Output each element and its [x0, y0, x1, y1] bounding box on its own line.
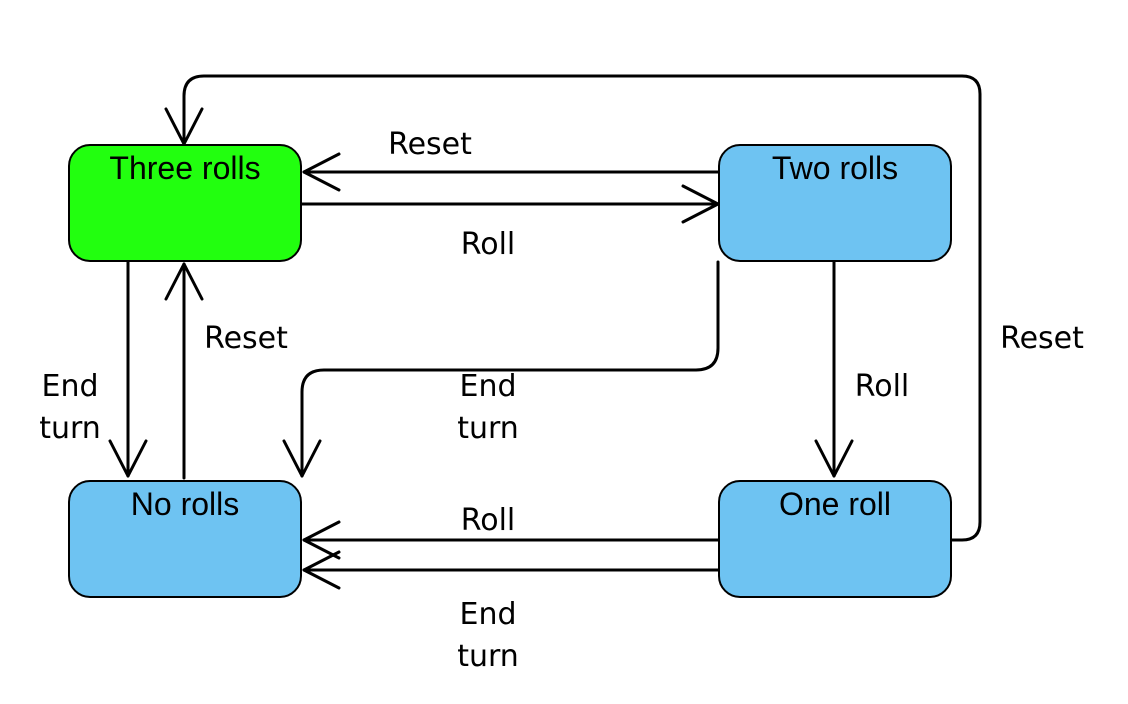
arrowhead-no-to-three-reset [164, 262, 204, 301]
state-no-rolls-label: No rolls [130, 486, 240, 522]
arrowhead-two-to-no-end-turn [282, 439, 322, 478]
arrowhead-one-to-no-end-turn [302, 550, 341, 590]
edge-two-to-no-end-turn [300, 260, 720, 478]
state-two-rolls: Two rolls [718, 144, 952, 262]
state-two-rolls-label: Two rolls [771, 150, 899, 186]
label-one-to-no-end-turn-line2: turn [457, 639, 519, 674]
arrowhead-two-to-three-reset [302, 152, 341, 192]
state-one-roll: One roll [718, 480, 952, 598]
label-one-to-three-reset: Reset [1000, 321, 1084, 356]
state-three-rolls-label: Three rolls [109, 150, 261, 186]
arrowhead-two-to-one-roll [814, 439, 854, 478]
label-three-to-no-end-turn-line1: End [41, 369, 99, 404]
label-one-to-no-roll: Roll [460, 503, 516, 538]
edge-one-to-three-reset [182, 74, 982, 542]
label-one-to-no-end-turn: End turn [428, 594, 548, 678]
state-one-roll-label: One roll [778, 486, 892, 522]
label-one-to-no-end-turn-line1: End [459, 597, 517, 632]
label-three-to-no-end-turn-line2: turn [39, 411, 101, 446]
label-no-to-three-reset: Reset [204, 321, 288, 356]
arrowhead-one-to-no-roll [302, 520, 341, 560]
label-two-to-three-reset: Reset [388, 127, 472, 162]
label-two-to-no-end-turn: End turn [428, 366, 548, 450]
label-two-to-no-end-turn-line1: End [459, 369, 517, 404]
label-three-to-two-roll: Roll [460, 227, 516, 262]
label-three-to-no-end-turn: End turn [10, 366, 130, 450]
state-three-rolls: Three rolls [68, 144, 302, 262]
label-two-to-one-roll: Roll [854, 369, 910, 404]
arrowhead-three-to-no-end-turn [108, 439, 148, 478]
state-no-rolls: No rolls [68, 480, 302, 598]
label-two-to-no-end-turn-line2: turn [457, 411, 519, 446]
